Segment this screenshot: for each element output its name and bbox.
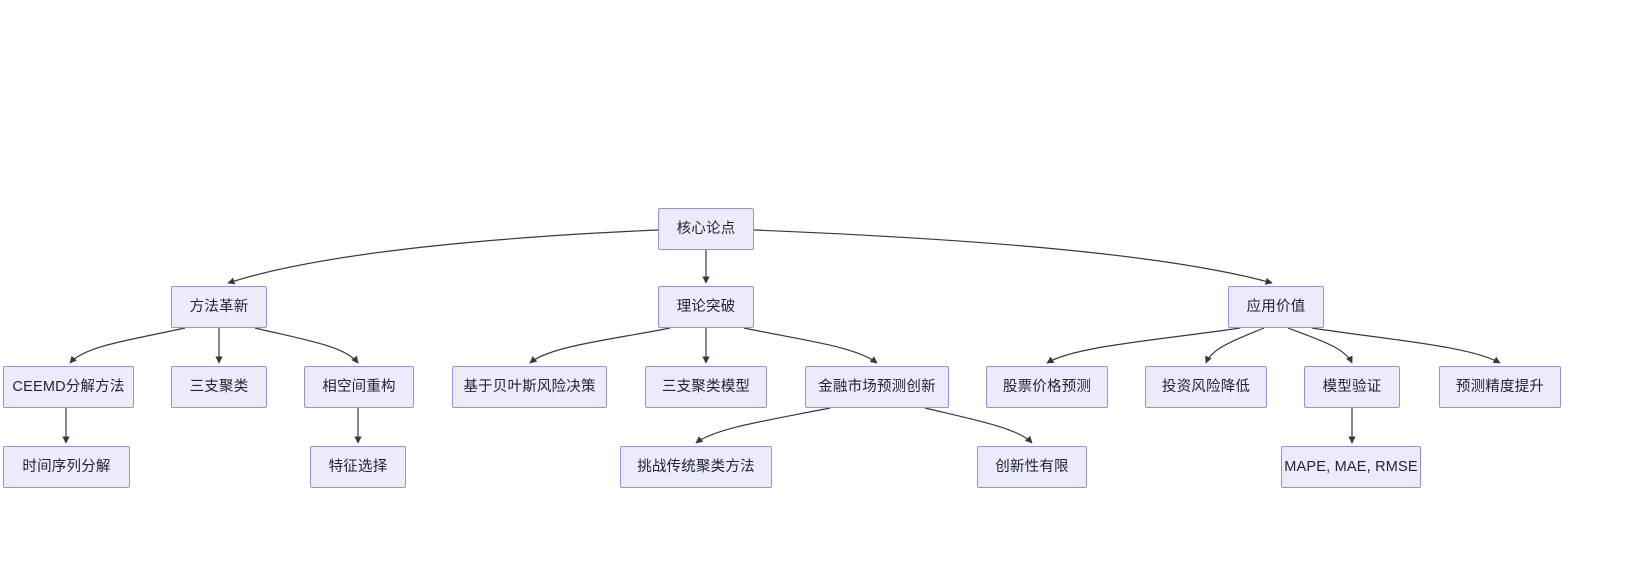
node-label: 时间序列分解: [22, 458, 111, 475]
node-c8[interactable]: 投资风险降低: [1145, 366, 1267, 408]
node-c7[interactable]: 股票价格预测: [986, 366, 1108, 408]
node-c5[interactable]: 三支聚类模型: [645, 366, 767, 408]
node-label: 预测精度提升: [1455, 378, 1545, 395]
edge-root-to-b1: [227, 229, 659, 285]
node-c6[interactable]: 金融市场预测创新: [805, 366, 949, 408]
edge-b1-to-c3: [254, 327, 359, 364]
edge-group: [62, 229, 1501, 444]
node-label: 投资风险降低: [1161, 378, 1251, 395]
node-b1[interactable]: 方法革新: [171, 286, 267, 328]
edge-b3-to-c10: [1311, 327, 1501, 364]
node-label: 理论突破: [676, 298, 736, 315]
node-b2[interactable]: 理论突破: [658, 286, 754, 328]
node-label: 三支聚类模型: [661, 378, 751, 395]
node-c10[interactable]: 预测精度提升: [1439, 366, 1561, 408]
node-label: 方法革新: [189, 298, 249, 315]
node-c9[interactable]: 模型验证: [1304, 366, 1400, 408]
node-d1[interactable]: 时间序列分解: [3, 446, 130, 488]
node-root[interactable]: 核心论点: [658, 208, 754, 250]
edge-c6-to-d3: [695, 407, 831, 444]
node-label: 基于贝叶斯风险决策: [463, 378, 596, 395]
node-d3[interactable]: 挑战传统聚类方法: [620, 446, 772, 488]
edge-b2-to-c6: [743, 327, 878, 364]
node-label: 创新性有限: [995, 458, 1069, 475]
edge-c6-to-d4: [924, 407, 1033, 444]
node-label: 应用价值: [1246, 298, 1306, 315]
edge-b3-to-c7: [1046, 327, 1241, 364]
edge-b1-to-c1: [69, 327, 186, 364]
node-label: 特征选择: [328, 458, 388, 475]
edge-b2-to-c4: [529, 327, 671, 364]
edge-b3-to-c9: [1287, 327, 1353, 364]
edge-b3-to-c8: [1205, 327, 1265, 364]
node-d5[interactable]: MAPE, MAE, RMSE: [1281, 446, 1421, 488]
node-c1[interactable]: CEEMD分解方法: [3, 366, 134, 408]
node-label: 核心论点: [676, 220, 736, 237]
edge-root-to-b3: [753, 229, 1273, 285]
node-label: 金融市场预测创新: [818, 378, 936, 395]
node-d2[interactable]: 特征选择: [310, 446, 406, 488]
node-c4[interactable]: 基于贝叶斯风险决策: [452, 366, 607, 408]
node-label: MAPE, MAE, RMSE: [1284, 458, 1418, 475]
node-label: 挑战传统聚类方法: [637, 458, 755, 475]
node-label: 股票价格预测: [1002, 378, 1092, 395]
node-d4[interactable]: 创新性有限: [977, 446, 1087, 488]
node-c3[interactable]: 相空间重构: [304, 366, 414, 408]
node-b3[interactable]: 应用价值: [1228, 286, 1324, 328]
node-label: 相空间重构: [322, 378, 396, 395]
node-label: 三支聚类: [189, 378, 249, 395]
node-c2[interactable]: 三支聚类: [171, 366, 267, 408]
node-label: 模型验证: [1322, 378, 1382, 395]
node-label: CEEMD分解方法: [12, 378, 125, 395]
